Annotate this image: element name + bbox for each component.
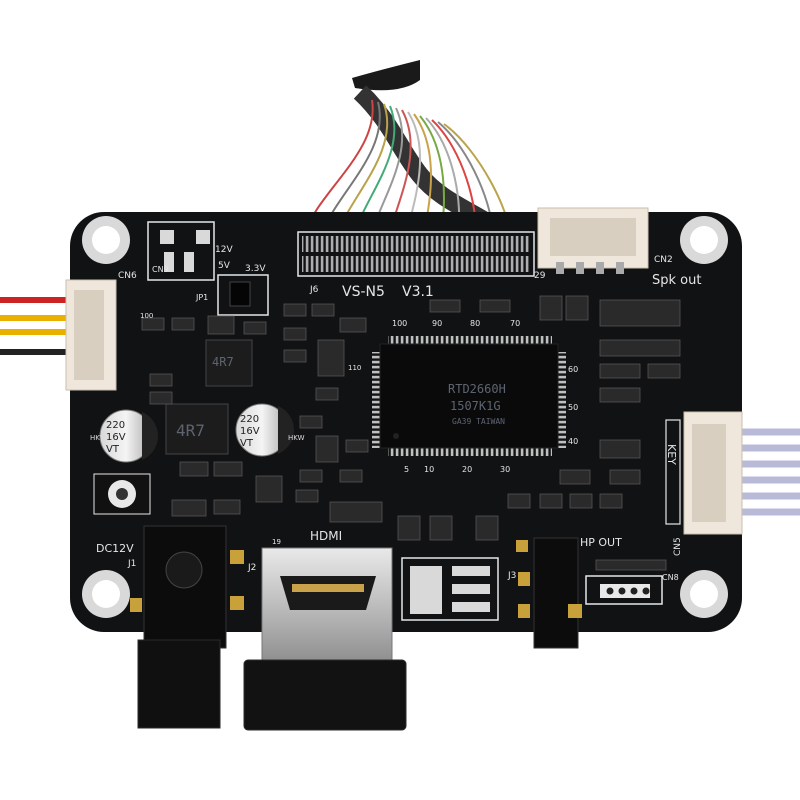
j6-pin-header xyxy=(297,231,535,277)
cn5-key-connector xyxy=(665,411,743,535)
capacitor-right xyxy=(235,403,294,457)
j3-headphone-jack xyxy=(516,537,582,649)
inductor-large-label: 4R7 xyxy=(176,421,205,440)
sm-label: 100 xyxy=(140,312,153,320)
chip-pin-10: 10 xyxy=(424,465,434,474)
j6-label: J6 xyxy=(309,285,319,295)
voltage-regulator xyxy=(401,557,499,621)
chip-pin-110: 110 xyxy=(348,364,361,372)
cap-right-line1: 220 xyxy=(240,414,259,425)
inductor-top-label: 4R7 xyxy=(212,355,234,369)
power-wires-left xyxy=(0,297,75,355)
cap-right-brand: HKW xyxy=(288,434,305,442)
spk-out-label: Spk out xyxy=(652,273,701,288)
chip-pin-50: 50 xyxy=(568,403,578,412)
cap-left-line1: 220 xyxy=(106,420,125,431)
mounting-holes xyxy=(82,216,728,618)
cn9-label: CN9 xyxy=(152,265,169,274)
version-label: V3.1 xyxy=(402,284,434,300)
inductor-top xyxy=(205,339,253,387)
lvds-cable xyxy=(304,60,511,238)
chip-pin-20: 20 xyxy=(462,465,472,474)
cn2-label: CN2 xyxy=(654,255,673,265)
pin-19-label: 19 xyxy=(272,538,281,546)
chip-pin-90: 90 xyxy=(432,319,442,328)
chip-pin-30: 30 xyxy=(500,465,510,474)
chip-pin-60: 60 xyxy=(568,365,578,374)
capacitor-left xyxy=(99,409,159,463)
key-cable-right xyxy=(740,428,800,516)
model-label: VS-N5 xyxy=(342,284,385,300)
dc12v-label: DC12V xyxy=(96,542,134,555)
cn6-connector xyxy=(65,279,117,391)
inductor-large xyxy=(165,403,229,455)
smd-components xyxy=(141,295,681,541)
chip-pin-70: 70 xyxy=(510,319,520,328)
cn5-label: CN5 xyxy=(673,537,683,556)
chip-line2: 1507K1G xyxy=(450,399,501,413)
chip-pin-100: 100 xyxy=(392,319,407,328)
chip-pin-40: 40 xyxy=(568,437,578,446)
main-chip-rtd2660h xyxy=(372,336,566,456)
v12-label: 12V xyxy=(215,245,233,255)
v33-label: 3.3V xyxy=(245,264,266,274)
cn2-connector xyxy=(537,207,649,274)
cap-right-line3: VT xyxy=(240,438,254,449)
hp-out-label: HP OUT xyxy=(580,536,622,549)
j3-label: J3 xyxy=(507,571,516,581)
cap-right-line2: 16V xyxy=(240,426,260,437)
jp1-jumper xyxy=(217,274,269,316)
j2-label: J2 xyxy=(247,563,256,573)
chip-line1: RTD2660H xyxy=(448,382,506,396)
v5-label: 5V xyxy=(218,261,231,271)
cn6-label: CN6 xyxy=(118,271,137,281)
potentiometer xyxy=(93,473,151,515)
key-label: KEY xyxy=(665,444,678,465)
cn8-connector xyxy=(585,559,667,605)
pin-29-label: 29 xyxy=(534,271,546,281)
cap-left-line2: 16V xyxy=(106,432,126,443)
j1-label: J1 xyxy=(127,559,136,569)
hdmi-label: HDMI xyxy=(310,529,342,543)
cap-left-brand: HKW xyxy=(90,434,107,442)
cap-left-line3: VT xyxy=(106,444,120,455)
hdmi-port xyxy=(243,547,407,731)
chip-pin-5: 5 xyxy=(404,465,409,474)
chip-line3: GA39 TAIWAN xyxy=(452,417,505,426)
chip-pin-80: 80 xyxy=(470,319,480,328)
jp1-label: JP1 xyxy=(195,293,208,302)
dc12v-jack xyxy=(130,525,244,729)
cn9-block xyxy=(147,221,215,281)
cn8-label: CN8 xyxy=(662,573,679,582)
